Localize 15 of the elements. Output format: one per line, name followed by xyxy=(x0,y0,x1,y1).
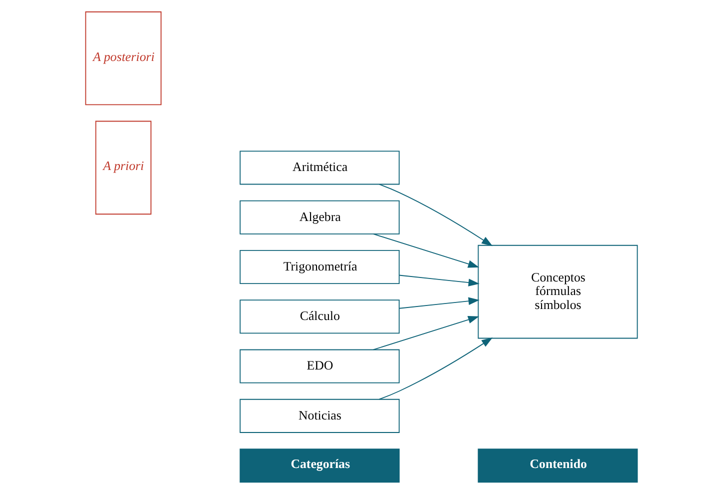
node-box: Noticias xyxy=(239,398,400,433)
node-box: Contenido xyxy=(477,448,638,483)
node-box: Trigonometría xyxy=(239,250,400,284)
node-box: Algebra xyxy=(239,200,400,234)
arrow xyxy=(378,338,492,400)
node-box: Conceptos fórmulas símbolos xyxy=(477,244,638,339)
arrow xyxy=(398,297,480,309)
arrow xyxy=(378,184,492,246)
node-box: Cálculo xyxy=(239,300,400,334)
node-box: EDO xyxy=(239,349,400,384)
arrow xyxy=(398,274,480,286)
node-box: A priori xyxy=(94,120,151,215)
node-box: Aritmética xyxy=(239,150,400,185)
node-box: Categorías xyxy=(239,448,400,483)
node-box: A posteriori xyxy=(84,11,162,106)
